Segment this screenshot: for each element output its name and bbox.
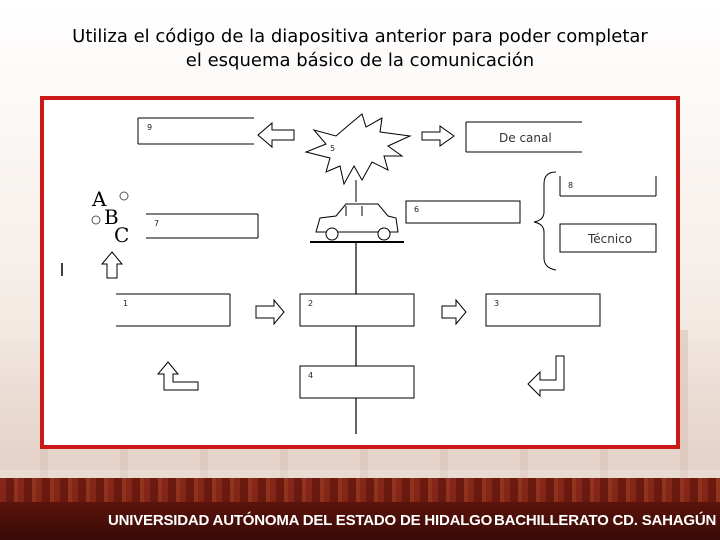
- footer-campus: BACHILLERATO CD. SAHAGÚN: [494, 512, 717, 529]
- box-1-tag: 1: [123, 299, 128, 308]
- box-3: 3: [485, 293, 601, 327]
- abc-letter-c: C: [114, 223, 129, 247]
- abc-letter-b: B: [104, 205, 119, 229]
- bent-up-arrow-icon: [156, 361, 199, 391]
- box-2-tag: 2: [308, 299, 313, 308]
- box-8: 8: [559, 176, 657, 197]
- box-4: 4: [299, 365, 415, 399]
- box-7: 7: [146, 213, 259, 239]
- box-3-tag: 3: [494, 299, 499, 308]
- box-6-tag: 6: [414, 205, 419, 214]
- left-arrow-icon: [257, 121, 295, 149]
- footer-decorative-band: [0, 478, 720, 502]
- box-9: 9: [137, 117, 254, 145]
- slide-title: Utiliza el código de la diapositiva ante…: [20, 25, 700, 73]
- diagram-frame: 9 5 De canal 8 Técnico: [40, 96, 680, 449]
- burst-5-icon: [304, 113, 412, 186]
- box-6: 6: [405, 200, 521, 224]
- curly-brace: [533, 171, 557, 271]
- abc-icon: A B C: [91, 187, 129, 247]
- title-line-1: Utiliza el código de la diapositiva ante…: [72, 26, 648, 47]
- box-1: 1: [116, 293, 231, 327]
- box-9-tag: 9: [147, 123, 152, 132]
- box-de-canal-label: De canal: [499, 131, 552, 145]
- up-arrow-icon: [100, 251, 124, 279]
- right-arrow-icon: [255, 298, 285, 326]
- bent-left-arrow-icon: [527, 355, 565, 398]
- box-de-canal: De canal: [465, 121, 582, 153]
- abc-letter-a: A: [91, 187, 107, 211]
- box-2: 2: [299, 293, 415, 327]
- right-arrow-icon: [421, 125, 455, 147]
- box-7-tag: 7: [154, 219, 159, 228]
- communication-diagram: 9 5 De canal 8 Técnico: [61, 113, 657, 434]
- burst-5-tag: 5: [330, 144, 335, 153]
- box-tecnico: Técnico: [559, 223, 657, 253]
- box-8-tag: 8: [568, 181, 573, 190]
- footer-university: UNIVERSIDAD AUTÓNOMA DEL ESTADO DE HIDAL…: [108, 512, 493, 529]
- box-4-tag: 4: [308, 371, 313, 380]
- box-tecnico-label: Técnico: [587, 232, 632, 246]
- right-arrow-icon: [441, 298, 467, 326]
- title-line-2: el esquema básico de la comunicación: [185, 50, 535, 71]
- car-icon: [310, 203, 404, 243]
